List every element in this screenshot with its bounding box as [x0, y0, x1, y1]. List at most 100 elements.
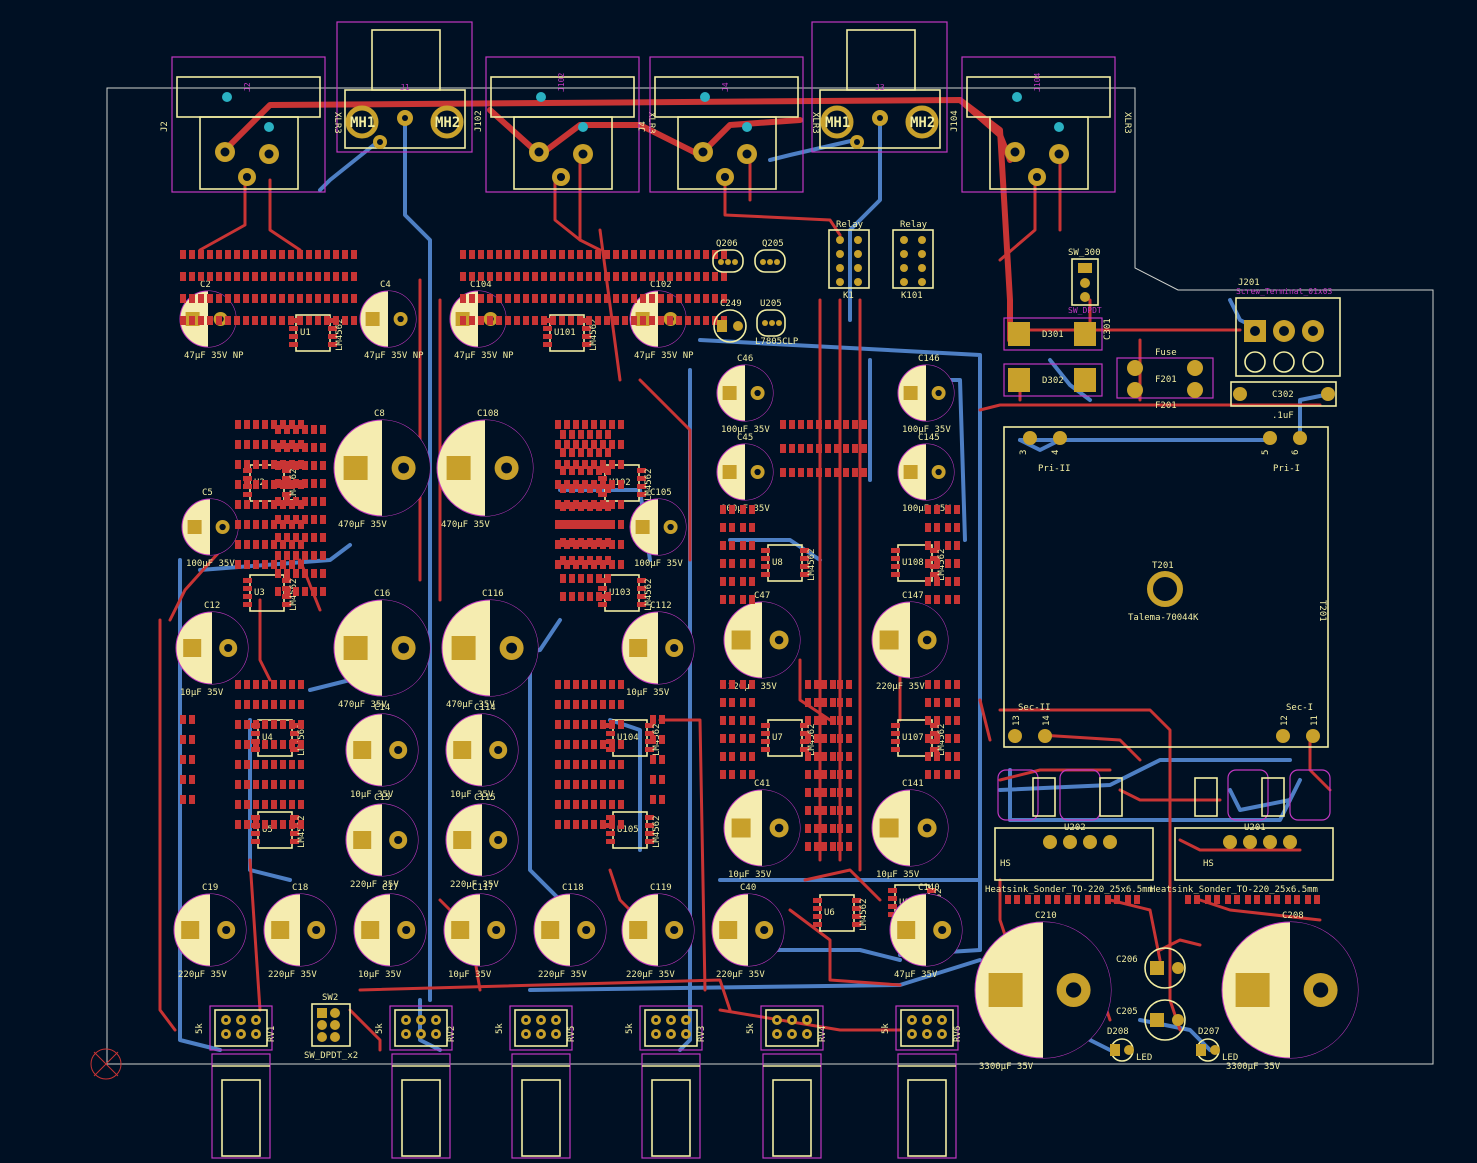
- cap-value-C5: 100µF 35V: [186, 559, 235, 569]
- ic-value-U7: LM4562: [807, 723, 817, 756]
- mh2-label-j1: MH2: [435, 115, 460, 131]
- relay-k1-ref: K1: [843, 291, 854, 301]
- cap-ref-C12: C12: [204, 601, 220, 611]
- board-edge-cuts: [106, 87, 1434, 1065]
- smd-cluster: [560, 430, 611, 601]
- pin-12: 12: [1280, 715, 1290, 726]
- ic-ref-U108: U108: [902, 558, 924, 568]
- cap-value-C2: 47µF 35V NP: [184, 351, 244, 361]
- cap-ref-C45: C45: [737, 433, 753, 443]
- cap-value-C208: 3300µF 35V: [1226, 1062, 1281, 1072]
- cap-ref-C104: C104: [470, 280, 492, 290]
- heatsink-right: HS U201 Heatsink_Sonder_TO-220_25x6.5mm: [1150, 823, 1334, 895]
- pot-ref-RV6: RV6: [953, 1026, 963, 1042]
- c206-ref: C206: [1116, 955, 1138, 965]
- pin-6: 6: [1291, 450, 1301, 455]
- sec-i-label: Sec-I: [1286, 703, 1313, 713]
- cap-value-C46: 100µF 35V: [721, 425, 770, 435]
- pin-5: 5: [1261, 450, 1271, 455]
- cap-value-C119: 220µF 35V: [626, 970, 675, 980]
- smd-cluster: [650, 715, 665, 804]
- smd-cluster: [275, 425, 326, 596]
- xlr-fab-J2: J2: [243, 82, 252, 92]
- cap-ref-C115: C115: [474, 793, 496, 803]
- sw300-fab: SW_DPDT: [1068, 306, 1102, 315]
- ic-ref-U6: U6: [824, 908, 835, 918]
- pot-value-RV1: 5k: [195, 1023, 205, 1034]
- xlr-ref-J4: J4: [638, 121, 648, 132]
- relay-k101: Relay K101: [892, 220, 934, 301]
- cap-value-C15: 220µF 35V: [350, 880, 399, 890]
- ic-value-U4: LM4562: [297, 723, 307, 756]
- transformer-t201: 3 4 5 6 Pri-II Pri-I T201 T201 Talema-70…: [1003, 426, 1329, 748]
- small-caps-c206-c205: C206 C205: [1116, 947, 1186, 1041]
- smd-cluster: [1185, 895, 1320, 904]
- ic-value-U103: LM4562: [644, 578, 654, 611]
- heatsink-left-value: Heatsink_Sonder_TO-220_25x6.5mm: [985, 885, 1153, 895]
- pin-13: 13: [1012, 715, 1022, 726]
- ic-ref-U104: U104: [617, 733, 639, 743]
- cap-c47: C47220µF 35V: [723, 591, 801, 692]
- xlr-value-J104: XLR3: [1122, 112, 1132, 134]
- ic-value-U6: LM4562: [859, 898, 869, 931]
- cap-value-C17: 10µF 35V: [358, 970, 402, 980]
- ic-value-U1: LM4562: [335, 318, 345, 351]
- sec-ii-label: Sec-II: [1018, 703, 1051, 713]
- smd-cluster: [805, 680, 852, 851]
- pot-ref-RV2: RV2: [447, 1026, 457, 1042]
- ic-value-U107: LM4562: [937, 723, 947, 756]
- cap-c46: C46 100µF 35V: [716, 354, 774, 435]
- ic-ref-U2: U2: [254, 478, 265, 488]
- d208-value: LED: [1136, 1053, 1152, 1063]
- smd-cluster: [720, 680, 755, 779]
- cap-value-C147: 220µF 35V: [876, 682, 925, 692]
- cap-value-C112: 10µF 35V: [626, 688, 670, 698]
- origin-marker: [90, 1048, 122, 1080]
- fuse-ref: F201: [1155, 401, 1177, 411]
- xlr-ref-J2: J2: [160, 121, 170, 132]
- cap-ref-C46: C46: [737, 354, 753, 364]
- pot-ref-RV4: RV4: [818, 1026, 828, 1042]
- u205-ref: U205: [760, 299, 782, 309]
- cap-value-C105: 100µF 35V: [634, 559, 683, 569]
- small-to92-parts: Q206 Q205 C249 U205 L7805CLP: [712, 239, 799, 347]
- cap-ref-C147: C147: [902, 591, 924, 601]
- headphone-jack-j3: MH1 MH2 J3: [811, 21, 948, 153]
- cap-ref-C14: C14: [374, 703, 390, 713]
- cap-ref-C146: C146: [918, 354, 940, 364]
- c302-value: .1uF: [1272, 411, 1294, 421]
- smd-cluster: [555, 420, 624, 569]
- smd-cluster: [555, 680, 624, 829]
- pin-14: 14: [1042, 715, 1052, 726]
- sw2-ref: SW2: [322, 993, 338, 1003]
- cap-ref-C8: C8: [374, 409, 385, 419]
- smd-cluster: [180, 250, 357, 325]
- fuse-f201: Fuse F201 F201: [1116, 348, 1214, 411]
- sw300-ref: SW_300: [1068, 248, 1101, 258]
- smd-cluster: [640, 250, 727, 325]
- cap-c147: C147 220µF 35V: [871, 591, 949, 692]
- diode-d301-d302: D301 D302 C301: [1003, 317, 1113, 397]
- ic-ref-U4: U4: [262, 733, 273, 743]
- cap-c302: C302 .1uF: [1230, 381, 1337, 421]
- power-switch: SW_300 SW_DPDT: [1068, 248, 1102, 315]
- cap-value-C41: 10µF 35V: [728, 870, 772, 880]
- xlr-ref-J102: J102: [474, 110, 484, 132]
- cap-value-C102: 47µF 35V NP: [634, 351, 694, 361]
- ic-value-U104: LM4562: [652, 723, 662, 756]
- cap-ref-C18: C18: [292, 883, 308, 893]
